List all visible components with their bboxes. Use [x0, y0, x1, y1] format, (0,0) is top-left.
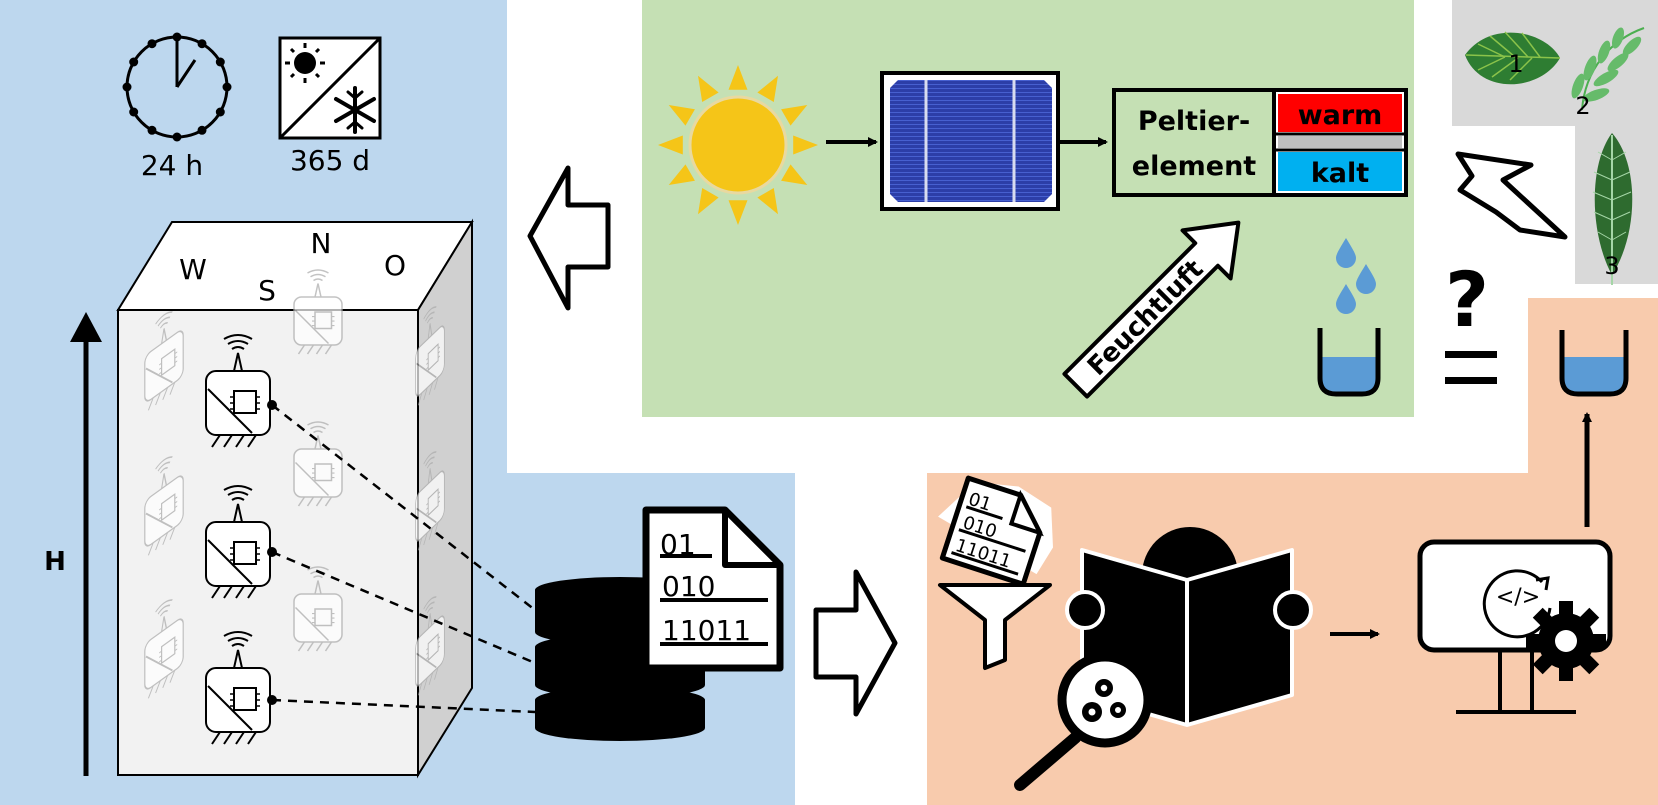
gear-icon [1082, 679, 1126, 722]
equals-sign [1445, 351, 1497, 384]
magnifier-icon [1014, 652, 1153, 791]
face-west: W [179, 253, 207, 286]
cold-label: kalt [1311, 158, 1369, 189]
peltier-label-2: element [1132, 151, 1257, 182]
warm-label: warm [1298, 100, 1383, 131]
peltier-label-1: Peltier- [1138, 106, 1250, 137]
face-east: O [384, 249, 406, 282]
solar-panel-icon [880, 71, 1060, 211]
face-south: S [258, 274, 276, 307]
leaf-number-1: 1 [1508, 50, 1523, 78]
file-line-1: 01 [660, 528, 696, 561]
question-mark: ? [1445, 255, 1489, 344]
clock-icon [122, 32, 232, 142]
leaf-icon [1571, 27, 1645, 111]
leaf-number-2: 2 [1575, 92, 1590, 120]
file-line-2: 010 [662, 570, 715, 603]
arrow-to-analysis [813, 569, 898, 717]
water-cup-icon [1317, 328, 1381, 397]
file-line-3: 11011 [662, 614, 751, 647]
arrow-to-leaves [1455, 151, 1568, 240]
hours-label: 24 h [141, 149, 203, 182]
sun-icon [658, 65, 818, 225]
height-arrow [70, 312, 102, 776]
leaf-number-3: 3 [1604, 252, 1619, 280]
gear-icon [1526, 601, 1606, 681]
height-label: H [44, 547, 66, 577]
water-cup-icon [1559, 330, 1629, 397]
leaf-icon [1465, 31, 1561, 85]
funnel-icon [938, 583, 1052, 670]
snowflake-icon [334, 86, 376, 134]
day-night-icon [278, 36, 382, 140]
svg-text:</>: </> [1496, 585, 1540, 610]
code-cycle-icon: </> [1482, 569, 1552, 639]
sun-small-icon [285, 43, 325, 83]
binary-file-icon [642, 506, 784, 672]
arrow-to-building [527, 165, 611, 311]
sensor-data-links [271, 404, 536, 714]
days-label: 365 d [290, 144, 370, 177]
face-north: N [311, 227, 332, 260]
peltier-element [1112, 88, 1408, 197]
leaf-icon [1592, 133, 1633, 285]
binary-file-icon: 01 010 11011 [939, 475, 1044, 587]
